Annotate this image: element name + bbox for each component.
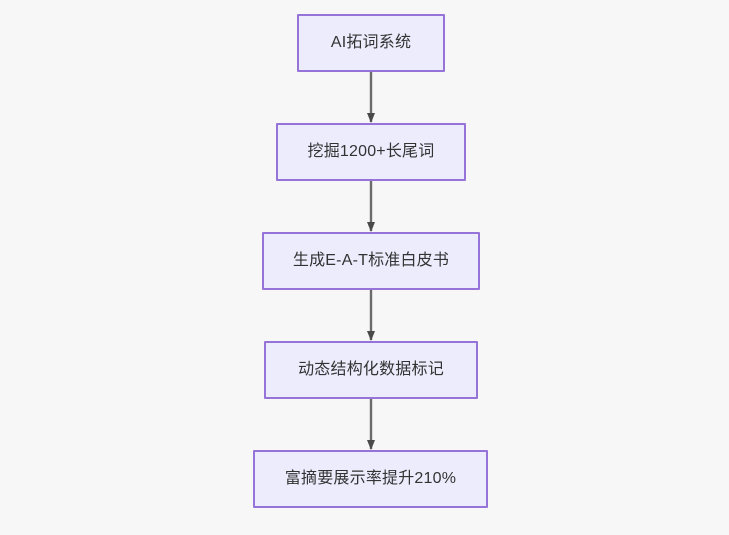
flow-node-label: AI拓词系统 bbox=[330, 34, 412, 51]
flow-node-label: 生成E-A-T标准白皮书 bbox=[292, 252, 450, 269]
flow-node-dynamic-structured-data-markup[interactable]: 动态结构化数据标记 bbox=[264, 341, 478, 399]
flow-node-mine-longtail-keywords[interactable]: 挖掘1200+长尾词 bbox=[276, 123, 466, 181]
flow-node-label: 富摘要展示率提升210% bbox=[284, 470, 457, 487]
flow-node-label: 挖掘1200+长尾词 bbox=[307, 143, 435, 160]
flow-node-ai-keyword-system[interactable]: AI拓词系统 bbox=[297, 14, 445, 72]
flow-node-generate-eat-whitepaper[interactable]: 生成E-A-T标准白皮书 bbox=[262, 232, 480, 290]
flow-node-rich-snippet-impression-lift[interactable]: 富摘要展示率提升210% bbox=[253, 450, 488, 508]
flow-node-label: 动态结构化数据标记 bbox=[298, 361, 444, 378]
